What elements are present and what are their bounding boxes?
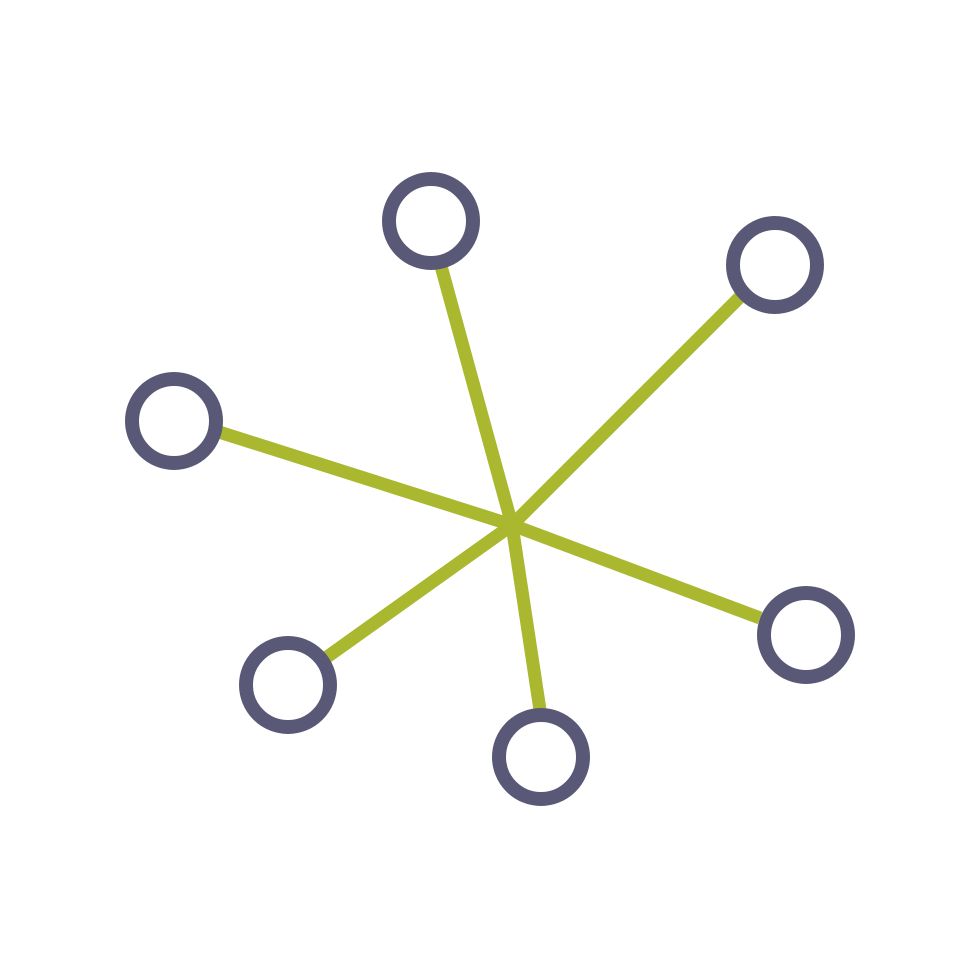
node-top — [382, 172, 480, 270]
node-group — [125, 172, 855, 806]
spoke-right — [509, 518, 763, 625]
spoke-top — [434, 264, 519, 527]
spoke-bottom — [505, 524, 547, 711]
spoke-bottom-left — [323, 519, 516, 663]
spoke-left — [217, 425, 514, 532]
node-bottom-left — [239, 636, 337, 734]
node-right — [757, 586, 855, 684]
spoke-group — [217, 264, 763, 711]
node-bottom — [492, 708, 590, 806]
node-top-right — [726, 216, 824, 314]
spoke-top-right — [507, 292, 745, 530]
node-left — [125, 372, 223, 470]
